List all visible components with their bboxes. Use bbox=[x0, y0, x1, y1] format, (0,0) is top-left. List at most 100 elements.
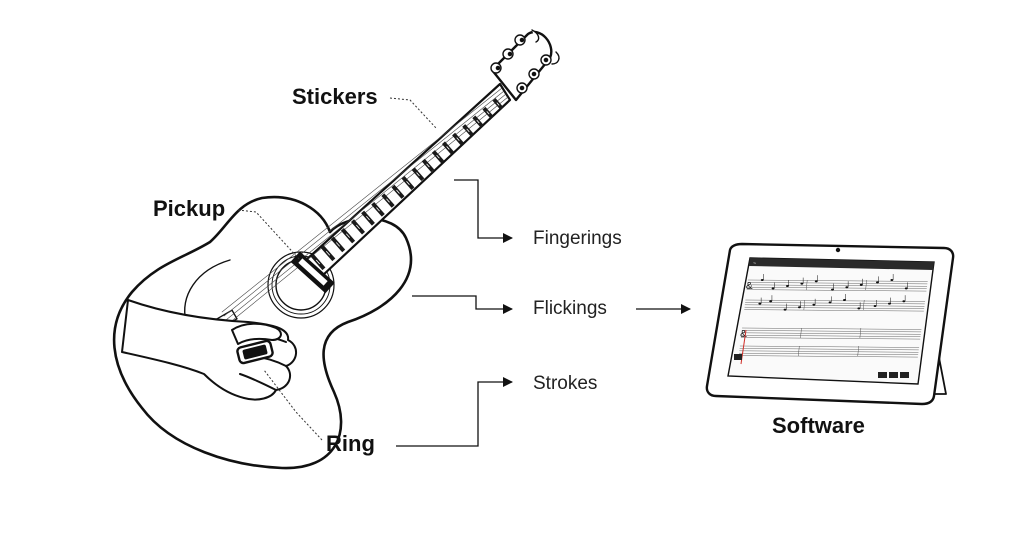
tuning-pegs bbox=[490, 29, 560, 94]
fret-sticker-notch bbox=[386, 198, 390, 203]
flickings-label: Flickings bbox=[533, 298, 607, 319]
stickers-leader bbox=[389, 97, 437, 129]
fret-sticker-notch bbox=[376, 207, 380, 212]
staff-line bbox=[746, 286, 927, 289]
staff-line bbox=[739, 348, 919, 351]
bar-line bbox=[798, 345, 800, 357]
pickup-label: Pickup bbox=[153, 196, 226, 221]
note-head bbox=[814, 280, 818, 283]
note-head bbox=[873, 305, 877, 307]
fret-stickers bbox=[310, 98, 504, 271]
tablet-screen bbox=[727, 257, 935, 385]
svg-text:~: ~ bbox=[753, 261, 756, 267]
ring-label: Ring bbox=[326, 431, 375, 456]
screen-button-3 bbox=[900, 372, 909, 378]
clef-icon: & bbox=[740, 329, 747, 340]
bar-line bbox=[805, 279, 808, 291]
fret-sticker-notch bbox=[456, 137, 460, 141]
bar-line bbox=[862, 299, 865, 311]
stickers-label: Stickers bbox=[292, 84, 378, 109]
staff-line bbox=[746, 289, 927, 292]
fret-sticker-notch bbox=[446, 146, 450, 150]
note-head bbox=[857, 307, 861, 310]
staff-line bbox=[745, 302, 925, 305]
note-head bbox=[843, 299, 846, 301]
fret-sticker-notch bbox=[406, 181, 410, 185]
fret-sticker-notch bbox=[496, 102, 500, 106]
fret-sticker-notch bbox=[426, 163, 430, 168]
flickings-arrow bbox=[412, 295, 513, 314]
clef-icon: & bbox=[746, 281, 753, 292]
fingerings-arrow bbox=[454, 179, 513, 243]
staff-line bbox=[741, 334, 921, 337]
staff-line bbox=[740, 337, 921, 340]
note-head bbox=[902, 300, 906, 303]
note-head bbox=[769, 300, 773, 303]
tablet-icon: ~ && bbox=[705, 242, 955, 406]
note-head bbox=[831, 288, 834, 291]
pickup-leader bbox=[237, 209, 301, 261]
note-head bbox=[798, 306, 801, 309]
note-head bbox=[845, 286, 849, 289]
screen-button-1 bbox=[878, 372, 887, 378]
software-label: Software bbox=[772, 413, 865, 438]
screen-button-left bbox=[734, 354, 742, 360]
staff-line bbox=[741, 330, 922, 333]
bar-line bbox=[865, 279, 867, 291]
tablet-camera bbox=[835, 247, 841, 253]
fret-sticker-notch bbox=[366, 216, 370, 221]
staff-line bbox=[741, 332, 921, 335]
note-head bbox=[758, 302, 762, 305]
staff-line bbox=[745, 299, 926, 302]
sound-hole-ring bbox=[267, 251, 335, 319]
fret-sticker-notch bbox=[396, 189, 400, 194]
fingerings-label: Fingerings bbox=[533, 228, 622, 249]
note-head bbox=[812, 303, 816, 306]
signal-arrows bbox=[396, 179, 691, 447]
fret-sticker-notch bbox=[356, 224, 360, 230]
staff-line bbox=[742, 327, 922, 330]
note-head bbox=[771, 287, 775, 290]
bar-line bbox=[800, 327, 802, 339]
note-head bbox=[890, 279, 894, 281]
note-head bbox=[783, 308, 787, 311]
fret-sticker-notch bbox=[325, 250, 331, 256]
note-head bbox=[760, 279, 764, 281]
staff-line bbox=[744, 304, 925, 307]
fret-sticker-notch bbox=[436, 154, 440, 159]
staff-line bbox=[738, 355, 918, 358]
staff-line bbox=[747, 284, 928, 287]
staff-line bbox=[739, 350, 919, 353]
staff-line bbox=[747, 279, 928, 282]
guitar-strings bbox=[221, 87, 509, 325]
note-head bbox=[786, 285, 789, 287]
staff-line bbox=[747, 282, 928, 285]
note-head bbox=[800, 282, 804, 285]
app-title-bar bbox=[749, 258, 934, 270]
note-head bbox=[876, 281, 879, 284]
note-head bbox=[888, 302, 891, 305]
ring-leader bbox=[263, 369, 323, 441]
note-head bbox=[904, 287, 908, 290]
fret-sticker-notch bbox=[486, 111, 490, 115]
fret-sticker-notch bbox=[466, 128, 470, 133]
staff-line bbox=[744, 306, 925, 309]
fret-sticker-notch bbox=[346, 233, 350, 238]
hand-icon bbox=[121, 299, 297, 401]
fret-sticker-notch bbox=[335, 242, 341, 247]
strokes-arrow bbox=[396, 377, 513, 447]
staff-line bbox=[739, 352, 919, 355]
bar-line bbox=[859, 327, 862, 339]
callout-leaders bbox=[237, 97, 437, 441]
fret-sticker-notch bbox=[315, 259, 321, 265]
screen-button-2 bbox=[889, 372, 898, 378]
music-staves: && bbox=[738, 274, 928, 358]
bar-line bbox=[857, 345, 859, 357]
strokes-label: Strokes bbox=[533, 373, 598, 394]
fret-sticker-notch bbox=[476, 119, 480, 124]
note-head bbox=[859, 283, 863, 286]
staff-line bbox=[739, 345, 920, 348]
fret-sticker-notch bbox=[416, 172, 420, 177]
